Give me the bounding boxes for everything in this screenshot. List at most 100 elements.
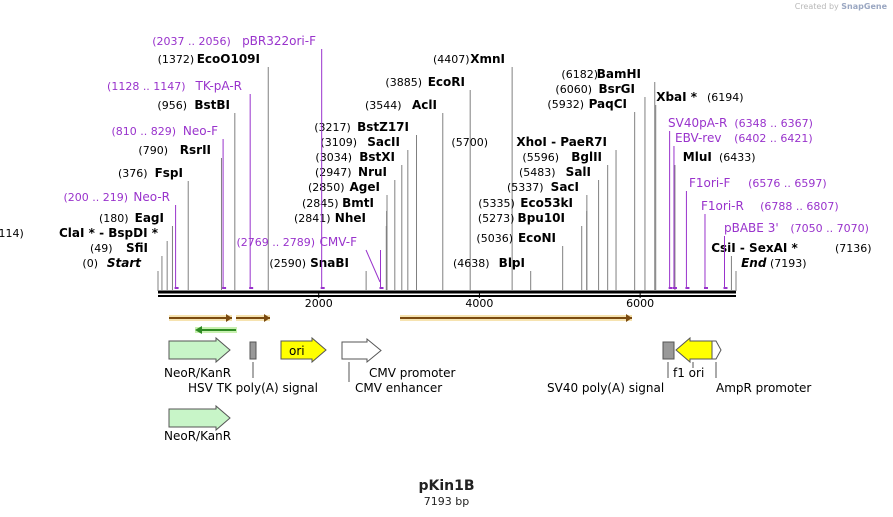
enzyme-name[interactable]: ClaI * - BspDI * [59,226,159,240]
feature-label: AmpR promoter [716,381,811,395]
orf-2-head [264,314,270,322]
feature-label: NeoR/KanR [164,429,231,443]
orf-green-head [195,326,202,334]
feature-label: HSV TK poly(A) signal [188,381,318,395]
enzyme-coord: (5337) [507,181,544,194]
enzyme-name[interactable]: EagI [135,211,164,225]
feature-ampr-shape [711,340,722,360]
feature-label: CMV promoter [369,366,456,380]
primer-name: EBV-rev [675,131,721,145]
orf-1-head [226,314,232,322]
enzyme-name[interactable]: BsrGI [598,82,635,96]
enzyme-coord: (5932) [547,98,584,111]
enzyme-coord: (3109) [320,136,357,149]
enzyme-name[interactable]: RsrII [180,143,211,157]
enzyme-site: (114)ClaI * - BspDI * [0,226,168,291]
enzyme-name[interactable]: BlpI [499,256,525,270]
enzyme-coord: (5036) [476,232,513,245]
enzyme-site: (6182)BamHI [561,67,656,291]
primer-name: F1ori-R [701,199,744,213]
enzyme-site: (0)Start [82,256,159,291]
enzyme-name[interactable]: SnaBI [310,256,349,270]
enzyme-site: (4407)XmnI [433,52,513,291]
enzyme-coord: (6182) [561,68,598,81]
enzyme-coord: (2590) [269,257,306,270]
enzyme-name[interactable]: SfiI [126,241,148,255]
enzyme-name[interactable]: NheI [335,211,366,225]
primer-coord: (810 .. 829) [111,125,176,138]
enzyme-site: (3217) BstZ17I [314,120,418,291]
enzyme-name[interactable]: EcoO109I [197,52,260,66]
enzyme-site: (6060) BsrGI [555,82,646,291]
enzyme-site: (5700)XhoI - PaeR7I [451,135,617,291]
enzyme-name[interactable]: Start [107,256,142,270]
primer-coord: (6348 .. 6367) [734,117,813,130]
primer-coord: (6402 .. 6421) [734,132,813,145]
feature-label: f1 ori [673,366,704,380]
enzyme-site: (5596) BglII [522,150,609,291]
primer-name: TK-pA-R [195,79,243,93]
primer-name: pBR322ori-F [242,34,316,48]
enzyme-name[interactable]: XhoI - PaeR7I [516,135,607,149]
plasmid-size: 7193 bp [423,495,470,508]
enzyme-name[interactable]: EcoNI [518,231,556,245]
enzyme-name[interactable]: AgeI [350,180,380,194]
enzyme-name[interactable]: BstXI [359,150,395,164]
primer-name: F1ori-F [689,176,730,190]
enzyme-name[interactable]: End [741,256,767,270]
enzyme-name[interactable]: Bpu10I [518,211,565,225]
primer-connector [365,249,381,283]
enzyme-name[interactable]: XmnI [470,52,505,66]
plasmid-name: pKin1B [418,478,475,494]
enzyme-site: (3885) EcoRI [385,75,471,291]
feature-ori-shape [280,336,327,364]
enzyme-name[interactable]: MluI [683,150,712,164]
enzyme-site: (5483)SalI [519,165,600,291]
enzyme-name[interactable]: FspI [155,166,183,180]
enzyme-coord: (6060) [555,83,592,96]
enzyme-coord: (5596) [522,151,559,164]
enzyme-coord: (3217) [314,121,351,134]
enzyme-name[interactable]: BstZ17I [357,120,409,134]
enzyme-name[interactable]: BglII [571,150,602,164]
enzyme-name[interactable]: SalI [566,165,591,179]
enzyme-name[interactable]: BmtI [342,196,374,210]
enzyme-site: (5036) EcoNI [476,231,564,291]
primer-name: SV40pA-R [668,116,727,130]
enzyme-coord: (3885) [385,76,422,89]
enzyme-name[interactable]: SacI [551,180,579,194]
ruler-label: 4000 [465,297,493,310]
enzyme-name[interactable]: PaqCI [589,97,627,111]
enzyme-name[interactable]: BamHI [597,67,641,81]
enzyme-site: (956)BstBI [157,98,236,291]
enzyme-coord: (376) [118,167,148,180]
feature-label: CMV enhancer [355,381,442,395]
enzyme-coord: (2947) [315,166,352,179]
feature-cmv-shape [341,337,382,364]
enzyme-coord: (3034) [315,151,352,164]
feature-neor-shape [168,336,231,364]
enzyme-coord: (180) [99,212,129,225]
feature-label-ori: ori [289,344,305,358]
enzyme-name[interactable]: SacII [367,135,400,149]
enzyme-name[interactable]: CsiI - SexAI * [711,241,798,255]
enzyme-site: (4638)BlpI [453,256,532,291]
enzyme-name[interactable]: NruI [358,165,387,179]
enzyme-coord: (49) [90,242,113,255]
enzyme-name[interactable]: EcoRI [428,75,465,89]
primer-coord: (6576 .. 6597) [748,177,827,190]
enzyme-name[interactable]: AclI [412,98,437,112]
feature-sv40-shape [662,341,675,360]
enzyme-coord: (5273) [478,212,515,225]
primer-coord: (7050 .. 7070) [790,222,869,235]
enzyme-name[interactable]: Eco53kI [520,196,573,210]
feature-hsvtk-shape [249,341,257,360]
enzyme-site: (3034) BstXI [315,150,403,291]
enzyme-name[interactable]: XbaI * [656,90,698,104]
enzyme-site: (2590) SnaBI [269,256,367,291]
enzyme-site: (376) FspI [118,166,189,291]
feature-label: NeoR/KanR [164,366,231,380]
enzyme-name[interactable]: BstBI [194,98,230,112]
credit: Created by SnapGene [795,2,887,11]
